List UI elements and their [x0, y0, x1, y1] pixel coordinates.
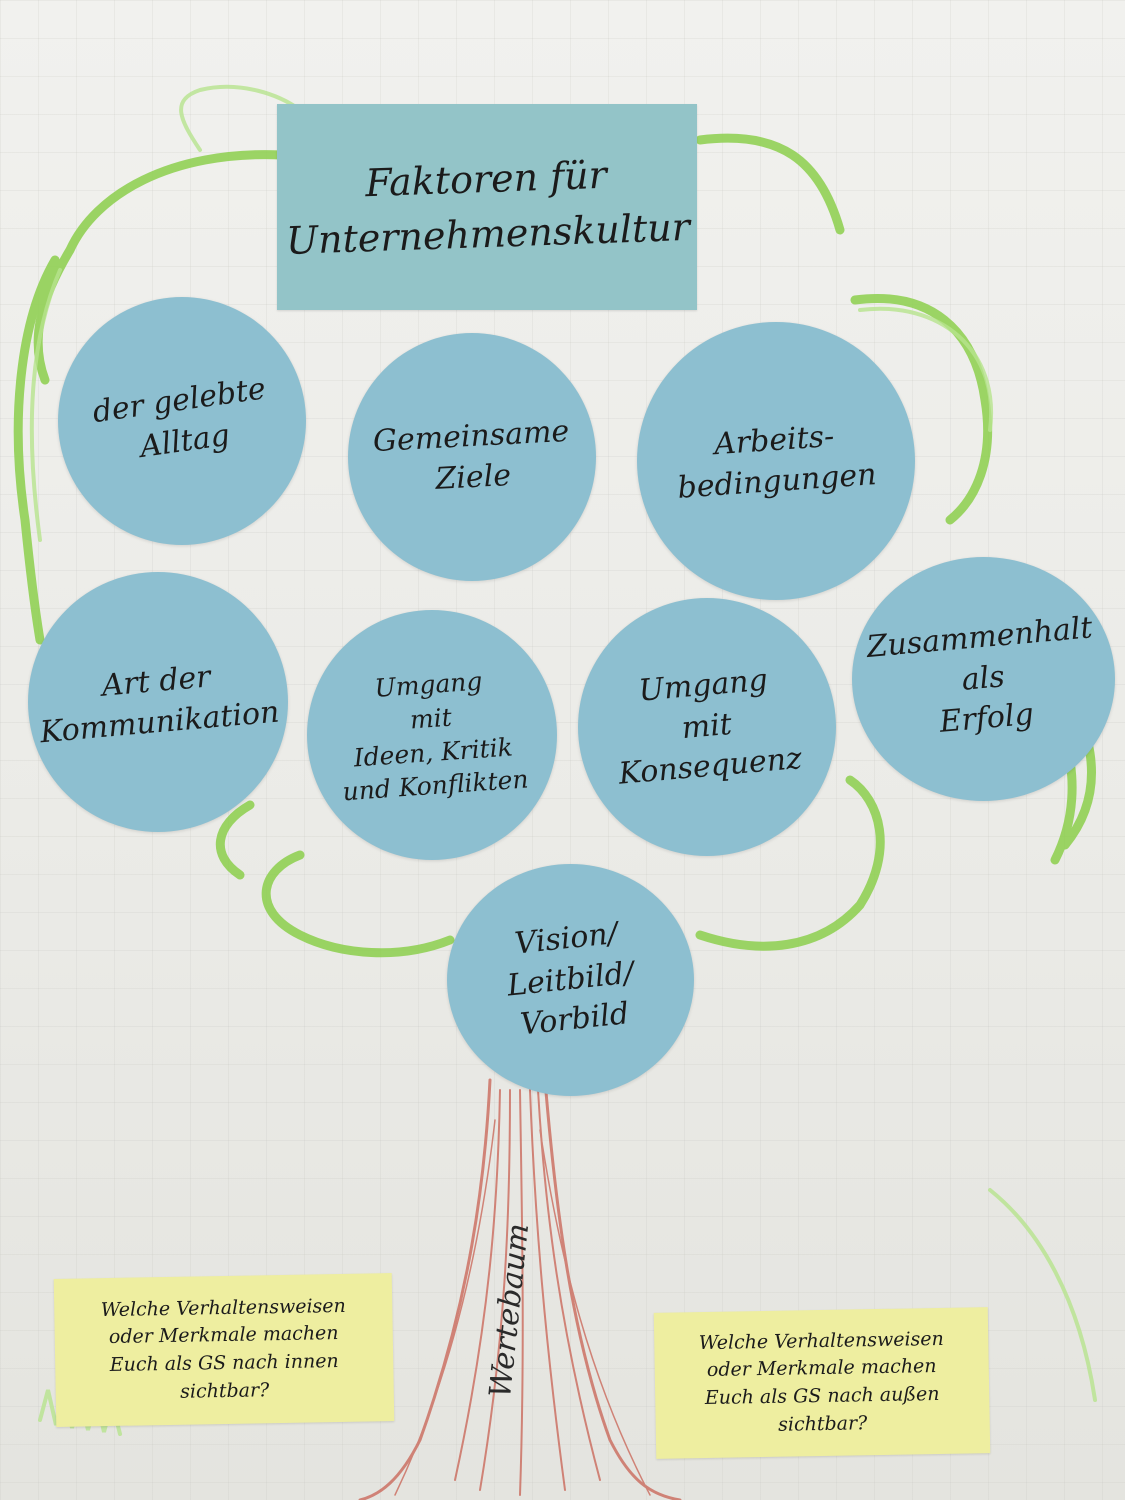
circle-label: Gemeinsame Ziele	[371, 413, 570, 496]
circle-umgang-konsequenz: Umgang mit Konsequenz	[578, 598, 836, 856]
sticky-note-right: Welche Verhaltensweisen oder Merkmale ma…	[653, 1307, 991, 1459]
note-text: Welche Verhaltensweisen oder Merkmale ma…	[100, 1294, 346, 1403]
tree-trunk	[358, 1078, 682, 1500]
circle-label: Zusammenhalt als Erfolg	[865, 610, 1095, 741]
circle-label: der gelebte Alltag	[90, 370, 268, 464]
trunk-label: Wertebaum	[440, 1221, 580, 1399]
sticky-note-left: Welche Verhaltensweisen oder Merkmale ma…	[53, 1273, 395, 1427]
title-card: Faktoren für Unternehmenskultur	[277, 104, 697, 310]
circle-gelebter-alltag: der gelebte Alltag	[58, 297, 306, 545]
circle-label: Umgang mit Ideen, Kritik und Konflikten	[341, 665, 530, 807]
circle-label: Umgang mit Konsequenz	[617, 662, 804, 793]
circle-arbeitsbedingungen: Arbeits- bedingungen	[637, 322, 915, 600]
trunk-label-text: Wertebaum	[483, 1221, 537, 1399]
title-text: Faktoren für Unternehmenskultur	[285, 152, 691, 264]
circle-umgang-ideen-kritik: Umgang mit Ideen, Kritik und Konflikten	[307, 610, 557, 860]
note-text: Welche Verhaltensweisen oder Merkmale ma…	[698, 1327, 944, 1436]
circle-vision-leitbild: Vision/ Leitbild/ Vorbild	[447, 864, 694, 1096]
circle-label: Vision/ Leitbild/ Vorbild	[505, 916, 636, 1043]
circle-label: Arbeits- bedingungen	[676, 418, 878, 505]
circle-gemeinsame-ziele: Gemeinsame Ziele	[348, 333, 596, 581]
circle-label: Art der Kommunikation	[38, 658, 281, 750]
circle-art-der-kommunikation: Art der Kommunikation	[28, 572, 288, 832]
circle-zusammenhalt: Zusammenhalt als Erfolg	[852, 557, 1115, 801]
